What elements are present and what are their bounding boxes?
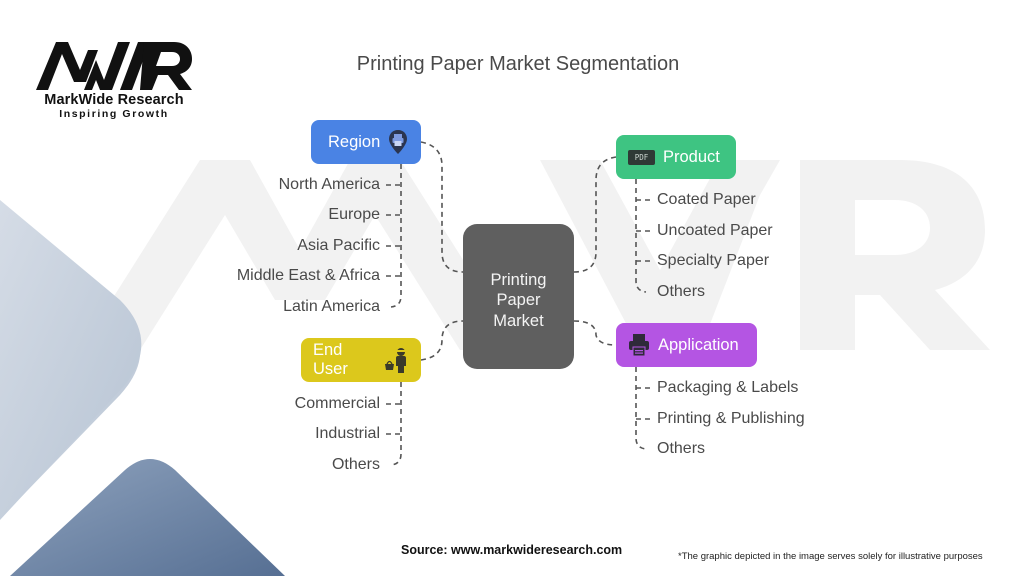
end-user-item-others: Others (331, 456, 380, 473)
segment-application-label: Application (658, 335, 739, 354)
product-item-coated-paper: Coated Paper (657, 191, 756, 208)
map-pin-printer-icon (389, 130, 408, 154)
region-item-latin-america: Latin America (283, 298, 380, 315)
product-item-others: Others (657, 283, 706, 300)
application-item-others: Others (657, 440, 706, 457)
source-link[interactable]: Source: www.markwideresearch.com (401, 543, 623, 557)
application-item-packaging-labels: Packaging & Labels (657, 379, 799, 396)
brand-tagline: Inspiring Growth (59, 108, 169, 120)
center-line: Printing (490, 270, 547, 289)
end-user-item-industrial: Industrial (315, 425, 380, 442)
region-item-north-america: North America (278, 176, 380, 193)
application-item-printing-publishing: Printing & Publishing (657, 410, 805, 427)
segment-region: Region (311, 120, 421, 164)
product-item-uncoated-paper: Uncoated Paper (657, 222, 773, 239)
brand-logo: MarkWide Research Inspiring Growth (34, 40, 194, 120)
region-item-asia-pacific: Asia Pacific (297, 237, 380, 254)
segment-end-user-label: End User (313, 341, 348, 378)
segment-region-label: Region (328, 132, 381, 151)
center-line: Paper (496, 291, 541, 310)
shopper-with-basket-icon (385, 348, 406, 373)
product-item-specialty-paper: Specialty Paper (657, 252, 770, 269)
segment-product-label: Product (663, 147, 720, 166)
segment-end-user: End User (301, 338, 421, 382)
segment-application: Application (616, 323, 757, 367)
brand-name: MarkWide Research (44, 92, 184, 108)
mwr-logo-icon (36, 42, 192, 90)
page-title: Printing Paper Market Segmentation (356, 53, 680, 75)
disclaimer-text: *The graphic depicted in the image serve… (678, 551, 983, 562)
center-node-printing-paper-market: Printing Paper Market (463, 224, 574, 369)
region-item-middle-east-africa: Middle East & Africa (236, 267, 380, 284)
region-item-europe: Europe (328, 206, 380, 223)
end-user-item-commercial: Commercial (294, 395, 380, 412)
center-line: Market (493, 311, 544, 330)
printer-icon (629, 334, 649, 357)
pdf-document-icon: PDF (628, 149, 655, 165)
segment-product: PDF Product (616, 135, 736, 179)
